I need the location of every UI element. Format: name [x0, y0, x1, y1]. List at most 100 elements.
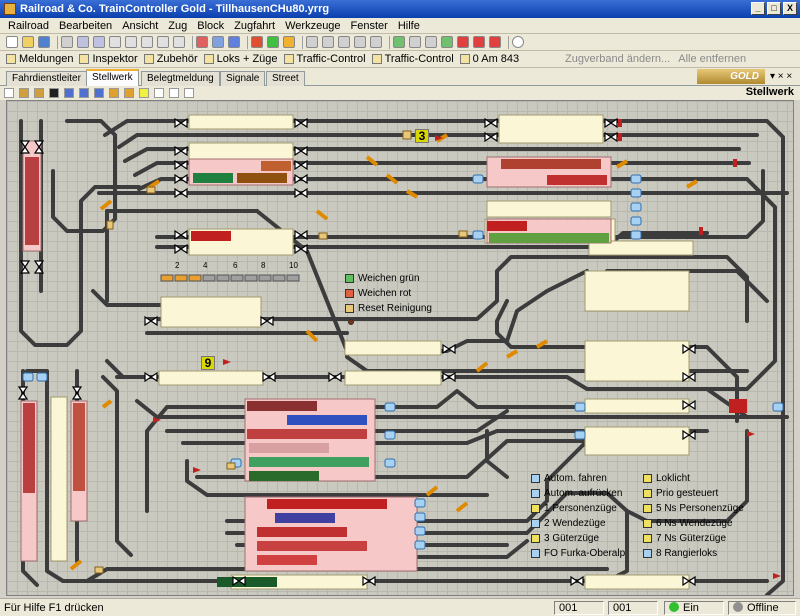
- ns-gueterzuege-button[interactable]: 7 Ns Güterzüge: [643, 533, 726, 544]
- switch-tool-icon[interactable]: [109, 88, 119, 98]
- text-tool-icon[interactable]: [169, 88, 179, 98]
- signal[interactable]: [174, 229, 188, 241]
- redo-icon[interactable]: [93, 36, 105, 48]
- switch-segment[interactable]: [535, 339, 549, 349]
- train[interactable]: [257, 541, 367, 551]
- ns-wendezuege-button[interactable]: 6 Ns Wendezüge: [643, 518, 733, 529]
- menu-ansicht[interactable]: Ansicht: [122, 19, 159, 32]
- block[interactable]: [584, 340, 690, 382]
- block[interactable]: [158, 370, 264, 386]
- train-icon[interactable]: [409, 36, 421, 48]
- personenzuege-button[interactable]: 1 Personenzüge: [531, 503, 617, 514]
- maximize-button[interactable]: □: [767, 2, 781, 15]
- train[interactable]: [217, 577, 277, 587]
- print-icon[interactable]: [61, 36, 73, 48]
- train[interactable]: [489, 233, 609, 243]
- signal[interactable]: [174, 145, 188, 157]
- train-group-icon[interactable]: [425, 36, 437, 48]
- block[interactable]: [588, 240, 694, 256]
- copy-icon[interactable]: [125, 36, 137, 48]
- auto-icon[interactable]: [441, 36, 453, 48]
- train-vertical[interactable]: [25, 157, 39, 245]
- alle-entfernen-button[interactable]: Alle entfernen: [678, 53, 747, 65]
- image-tool-icon[interactable]: [184, 88, 194, 98]
- close-button[interactable]: X: [783, 2, 797, 15]
- minimize-button[interactable]: _: [751, 2, 765, 15]
- globe-icon[interactable]: [228, 36, 240, 48]
- tab-fahrdienstleiter[interactable]: Fahrdienstleiter: [6, 71, 87, 86]
- train[interactable]: [487, 221, 527, 231]
- signal[interactable]: [260, 315, 274, 327]
- undo-icon[interactable]: [77, 36, 89, 48]
- switch-segment[interactable]: [425, 485, 439, 497]
- block[interactable]: [160, 296, 262, 328]
- signal-icon[interactable]: [354, 36, 366, 48]
- occupied-block[interactable]: [244, 398, 376, 482]
- menu-railroad[interactable]: Railroad: [8, 19, 49, 32]
- new-file-icon[interactable]: [6, 36, 18, 48]
- signal[interactable]: [682, 575, 696, 587]
- signal[interactable]: [604, 131, 618, 143]
- go-icon[interactable]: [267, 36, 279, 48]
- signal[interactable]: [33, 140, 45, 154]
- meldungen-button[interactable]: Meldungen: [6, 53, 73, 65]
- block-tool-icon[interactable]: [154, 88, 164, 98]
- block[interactable]: [584, 426, 690, 456]
- route-icon[interactable]: [306, 36, 318, 48]
- rangierloks-button[interactable]: 8 Rangierloks: [643, 548, 717, 559]
- tab-stellwerk[interactable]: Stellwerk: [86, 69, 139, 87]
- ns-personenzuege-button[interactable]: 5 Ns Personenzüge: [643, 503, 744, 514]
- signal[interactable]: [294, 243, 308, 255]
- autom-aufruecken-button[interactable]: Autom. aufrücken: [531, 488, 622, 499]
- signal[interactable]: [19, 260, 31, 274]
- switch-icon[interactable]: [338, 36, 350, 48]
- autom-fahren-button[interactable]: Autom. fahren: [531, 473, 607, 484]
- signal[interactable]: [294, 117, 308, 129]
- train[interactable]: [547, 175, 607, 185]
- track-icon[interactable]: [79, 88, 89, 98]
- traffic-control-button-1[interactable]: Traffic-Control: [283, 53, 366, 65]
- switch-segment[interactable]: [69, 559, 83, 571]
- train-vertical[interactable]: [23, 403, 35, 493]
- signal[interactable]: [442, 343, 456, 355]
- gueterzuege-button[interactable]: 3 Güterzüge: [531, 533, 599, 544]
- menu-werkzeuge[interactable]: Werkzeuge: [285, 19, 341, 32]
- clock-icon[interactable]: [512, 36, 524, 48]
- zubehoer-button[interactable]: Zubehör: [143, 53, 198, 65]
- block[interactable]: [584, 574, 690, 590]
- block[interactable]: [344, 340, 442, 356]
- track-diagram[interactable]: [7, 101, 794, 596]
- find-icon[interactable]: [157, 36, 169, 48]
- switchboard-canvas[interactable]: 2 4 6 8 10 3 9 Weichen grün Weichen rot …: [6, 100, 794, 596]
- furka-oberalp-button[interactable]: FO Furka-Oberalp: [531, 548, 625, 559]
- menu-fenster[interactable]: Fenster: [350, 19, 388, 32]
- signal[interactable]: [442, 371, 456, 383]
- signal[interactable]: [144, 371, 158, 383]
- pencil-icon[interactable]: [19, 88, 29, 98]
- macro-icon[interactable]: [489, 36, 501, 48]
- zoom-icon[interactable]: [173, 36, 185, 48]
- switch-segment[interactable]: [405, 189, 419, 199]
- signal[interactable]: [682, 399, 696, 411]
- power-on-indicator[interactable]: Ein: [664, 601, 724, 615]
- signal[interactable]: [174, 243, 188, 255]
- switch-segment[interactable]: [385, 173, 399, 185]
- signal-tool-icon[interactable]: [124, 88, 134, 98]
- train[interactable]: [267, 499, 387, 509]
- select-arrow-icon[interactable]: [4, 88, 14, 98]
- train[interactable]: [237, 173, 287, 183]
- signal[interactable]: [294, 187, 308, 199]
- menu-hilfe[interactable]: Hilfe: [397, 19, 420, 32]
- paste-icon[interactable]: [141, 36, 153, 48]
- signal[interactable]: [570, 575, 584, 587]
- train[interactable]: [247, 401, 317, 411]
- signal[interactable]: [294, 159, 308, 171]
- block-icon[interactable]: [322, 36, 334, 48]
- switch-segment[interactable]: [505, 349, 519, 359]
- train-vertical[interactable]: [73, 403, 85, 491]
- block[interactable]: [584, 398, 690, 414]
- tab-controls[interactable]: ▾ × ×: [770, 71, 793, 82]
- route-red-icon[interactable]: [473, 36, 485, 48]
- signal[interactable]: [19, 140, 31, 154]
- signal[interactable]: [328, 371, 342, 383]
